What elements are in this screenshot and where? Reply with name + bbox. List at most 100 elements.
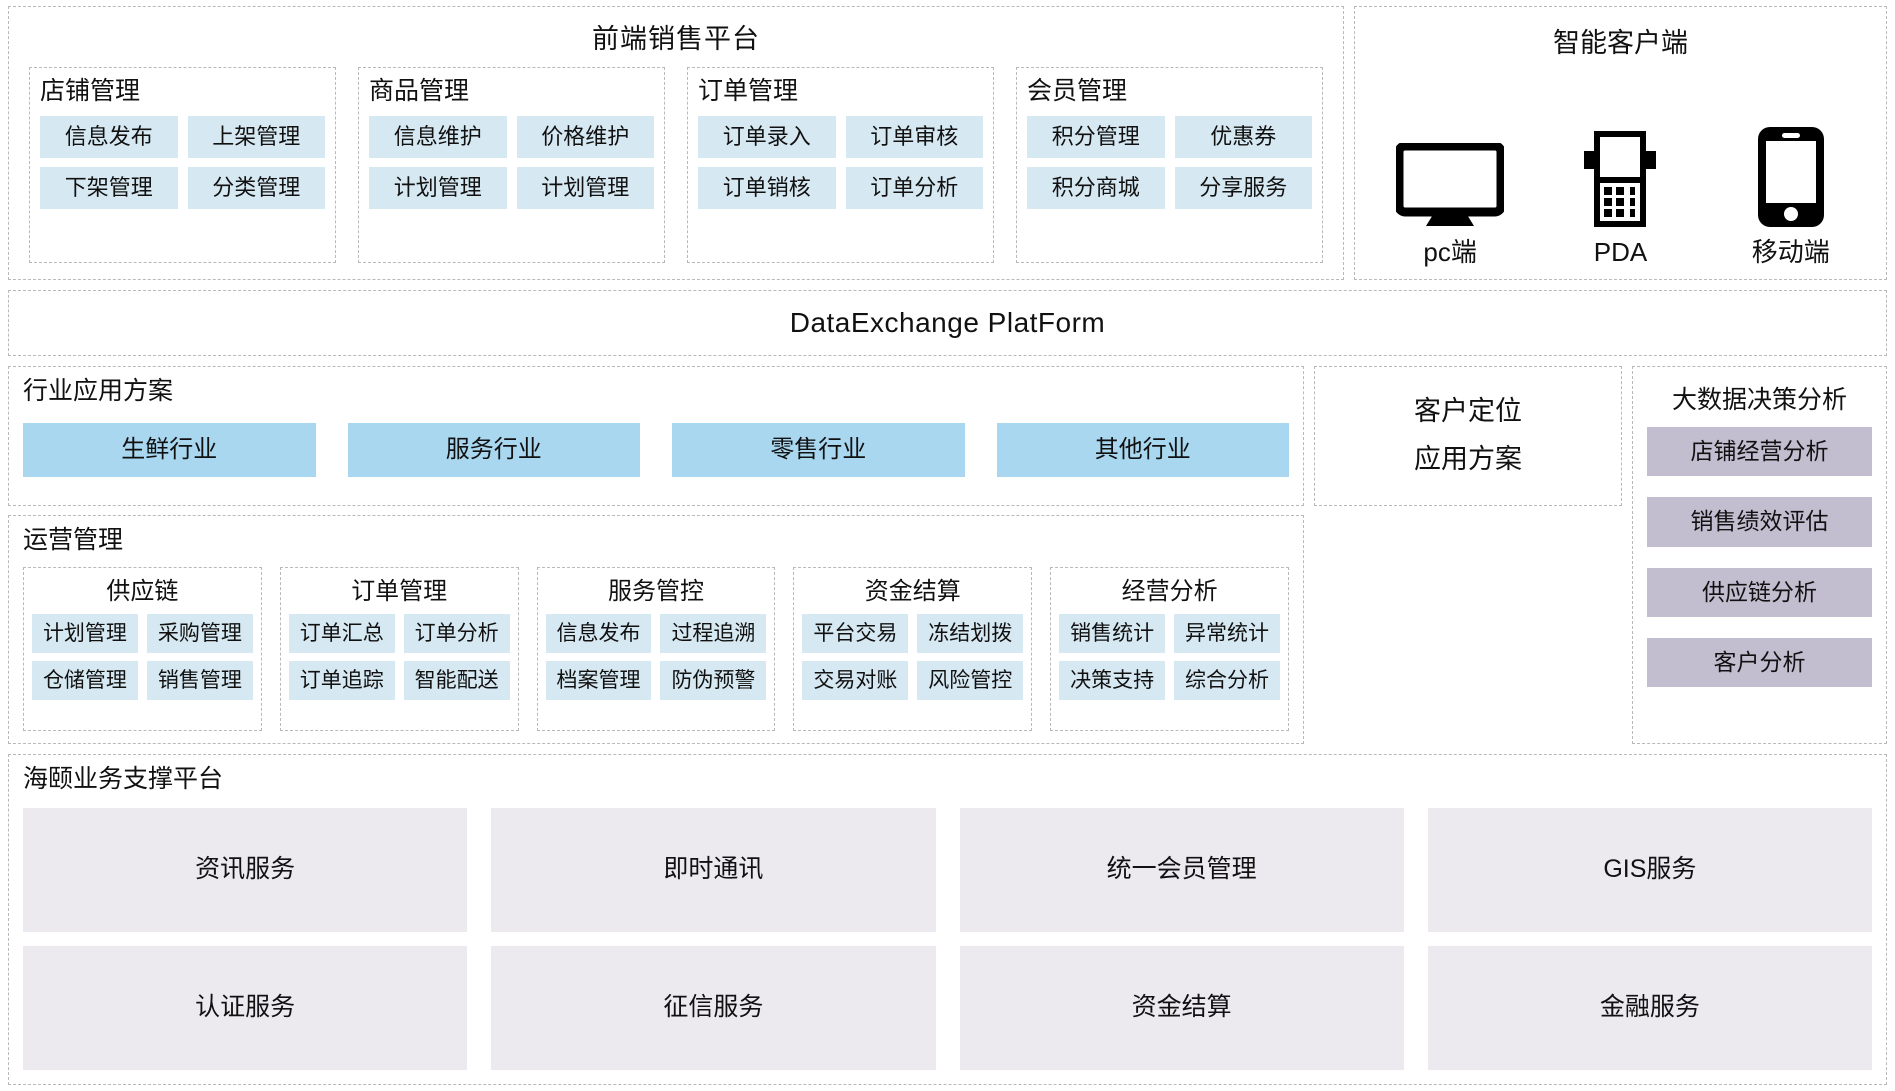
smart-client-panel: 智能客户端 pc端 [1354,6,1887,280]
group-items: 积分管理 优惠券 积分商城 分享服务 [1027,115,1312,210]
chip-item[interactable]: 过程追溯 [660,614,767,654]
chip-item[interactable]: 订单销核 [698,166,836,210]
ops-group-business-analysis: 经营分析 销售统计 异常统计 决策支持 综合分析 [1050,566,1289,731]
chip-item[interactable]: 风险管控 [917,661,1024,701]
chip-item[interactable]: 订单录入 [698,115,836,158]
device-pda[interactable]: PDA [1540,129,1700,265]
chip-item[interactable]: 订单分析 [403,614,510,654]
chip-item[interactable]: 订单追踪 [288,661,395,701]
chip-item[interactable]: 分享服务 [1174,166,1312,210]
chip-item[interactable]: 分类管理 [187,166,325,210]
group-title: 店铺管理 [40,77,141,106]
industry-items: 生鲜行业 服务行业 零售行业 其他行业 [23,414,1289,494]
device-list: pc端 [1365,73,1876,265]
ops-group-title: 订单管理 [351,577,448,605]
ops-group-items: 订单汇总 订单分析 订单追踪 智能配送 [288,614,510,701]
chip-item[interactable]: 决策支持 [1059,661,1166,701]
support-item[interactable]: 认证服务 [23,945,468,1070]
support-item[interactable]: 资讯服务 [23,807,468,932]
chip-item[interactable]: 平台交易 [802,614,909,654]
device-mobile[interactable]: 移动端 [1711,125,1871,265]
operations-management-title: 运营管理 [23,526,124,554]
ops-group-title: 资金结算 [864,577,961,605]
big-data-items: 店铺经营分析 销售绩效评估 供应链分析 客户分析 [1647,427,1872,729]
big-data-item[interactable]: 供应链分析 [1647,567,1872,617]
ops-group-title: 服务管控 [607,577,704,605]
chip-item[interactable]: 下架管理 [40,166,178,210]
chip-item[interactable]: 冻结划拨 [917,614,1024,654]
device-pc[interactable]: pc端 [1370,143,1530,265]
support-platform-panel: 海颐业务支撑平台 资讯服务 即时通讯 统一会员管理 GIS服务 认证服务 征信服… [8,754,1887,1085]
industry-item[interactable]: 零售行业 [672,423,965,478]
support-platform-title: 海颐业务支撑平台 [23,765,224,793]
group-member-management: 会员管理 积分管理 优惠券 积分商城 分享服务 [1016,67,1323,263]
monitor-icon [1396,143,1505,229]
big-data-analysis-title: 大数据决策分析 [1671,386,1847,414]
chip-item[interactable]: 订单分析 [845,166,983,210]
chip-item[interactable]: 档案管理 [545,661,652,701]
device-label: 移动端 [1751,237,1830,267]
middle-spacer [1314,515,1622,744]
front-sales-platform-groups: 店铺管理 信息发布 上架管理 下架管理 分类管理 商品管理 信息维护 价格维护 … [21,67,1331,267]
chip-item[interactable]: 信息发布 [545,614,652,654]
support-item[interactable]: 金融服务 [1427,945,1872,1070]
industry-item[interactable]: 生鲜行业 [23,423,316,478]
chip-item[interactable]: 异常统计 [1174,614,1280,654]
chip-item[interactable]: 订单审核 [845,115,983,158]
support-item[interactable]: 统一会员管理 [959,807,1404,932]
industry-item[interactable]: 其他行业 [996,423,1289,478]
chip-item[interactable]: 上架管理 [187,115,325,158]
chip-item[interactable]: 积分管理 [1027,115,1165,158]
chip-item[interactable]: 计划管理 [369,166,507,210]
big-data-item[interactable]: 店铺经营分析 [1647,427,1872,477]
ops-group-items: 平台交易 冻结划拨 交易对账 风险管控 [802,614,1024,701]
operations-groups: 供应链 计划管理 采购管理 仓储管理 销售管理 订单管理 订单汇总 订单分析 [23,563,1289,731]
industry-solutions-title: 行业应用方案 [23,377,174,405]
ops-group-items: 信息发布 过程追溯 档案管理 防伪预警 [545,614,767,701]
ops-group-title: 经营分析 [1121,577,1218,605]
top-row: 前端销售平台 店铺管理 信息发布 上架管理 下架管理 分类管理 商品管理 信息维… [8,6,1887,280]
chip-item[interactable]: 信息发布 [40,115,178,158]
big-data-item[interactable]: 销售绩效评估 [1647,497,1872,547]
ops-group-supply-chain: 供应链 计划管理 采购管理 仓储管理 销售管理 [23,566,262,731]
chip-item[interactable]: 防伪预警 [660,661,767,701]
smart-client-title: 智能客户端 [1553,28,1688,58]
support-item[interactable]: 征信服务 [491,945,936,1070]
chip-item[interactable]: 交易对账 [802,661,909,701]
group-title: 会员管理 [1027,77,1128,106]
chip-item[interactable]: 智能配送 [403,661,510,701]
chip-item[interactable]: 采购管理 [146,614,253,654]
ops-group-order-management: 订单管理 订单汇总 订单分析 订单追踪 智能配送 [279,566,519,731]
big-data-item[interactable]: 客户分析 [1647,637,1872,688]
chip-item[interactable]: 计划管理 [516,166,654,210]
chip-item[interactable]: 销售统计 [1059,614,1166,654]
ops-group-service-control: 服务管控 信息发布 过程追溯 档案管理 防伪预警 [536,566,776,731]
ops-group-title: 供应链 [106,577,179,605]
customer-positioning-panel: 客户定位 应用方案 [1314,366,1622,506]
chip-item[interactable]: 仓储管理 [32,661,138,701]
chip-item[interactable]: 信息维护 [369,115,507,158]
chip-item[interactable]: 订单汇总 [288,614,395,654]
group-items: 信息维护 价格维护 计划管理 计划管理 [369,115,654,210]
middle-column: 客户定位 应用方案 [1314,366,1622,744]
support-item[interactable]: GIS服务 [1427,807,1872,932]
chip-item[interactable]: 综合分析 [1174,661,1280,701]
mobile-phone-icon [1754,125,1828,229]
chip-item[interactable]: 销售管理 [146,661,253,701]
group-store-management: 店铺管理 信息发布 上架管理 下架管理 分类管理 [29,67,336,263]
front-sales-platform-title: 前端销售平台 [592,24,760,54]
ops-group-items: 计划管理 采购管理 仓储管理 销售管理 [32,614,253,701]
chip-item[interactable]: 积分商城 [1027,166,1165,210]
operations-management-panel: 运营管理 供应链 计划管理 采购管理 仓储管理 销售管理 订单管理 [8,515,1304,744]
chip-item[interactable]: 计划管理 [32,614,138,654]
chip-item[interactable]: 优惠券 [1174,115,1312,158]
front-sales-platform-panel: 前端销售平台 店铺管理 信息发布 上架管理 下架管理 分类管理 商品管理 信息维… [8,6,1344,280]
industry-item[interactable]: 服务行业 [347,423,640,478]
chip-item[interactable]: 价格维护 [516,115,654,158]
support-item[interactable]: 即时通讯 [491,807,936,932]
industry-solutions-panel: 行业应用方案 生鲜行业 服务行业 零售行业 其他行业 [8,366,1304,506]
group-order-management: 订单管理 订单录入 订单审核 订单销核 订单分析 [687,67,994,263]
support-item[interactable]: 资金结算 [959,945,1404,1070]
group-items: 信息发布 上架管理 下架管理 分类管理 [40,115,325,210]
